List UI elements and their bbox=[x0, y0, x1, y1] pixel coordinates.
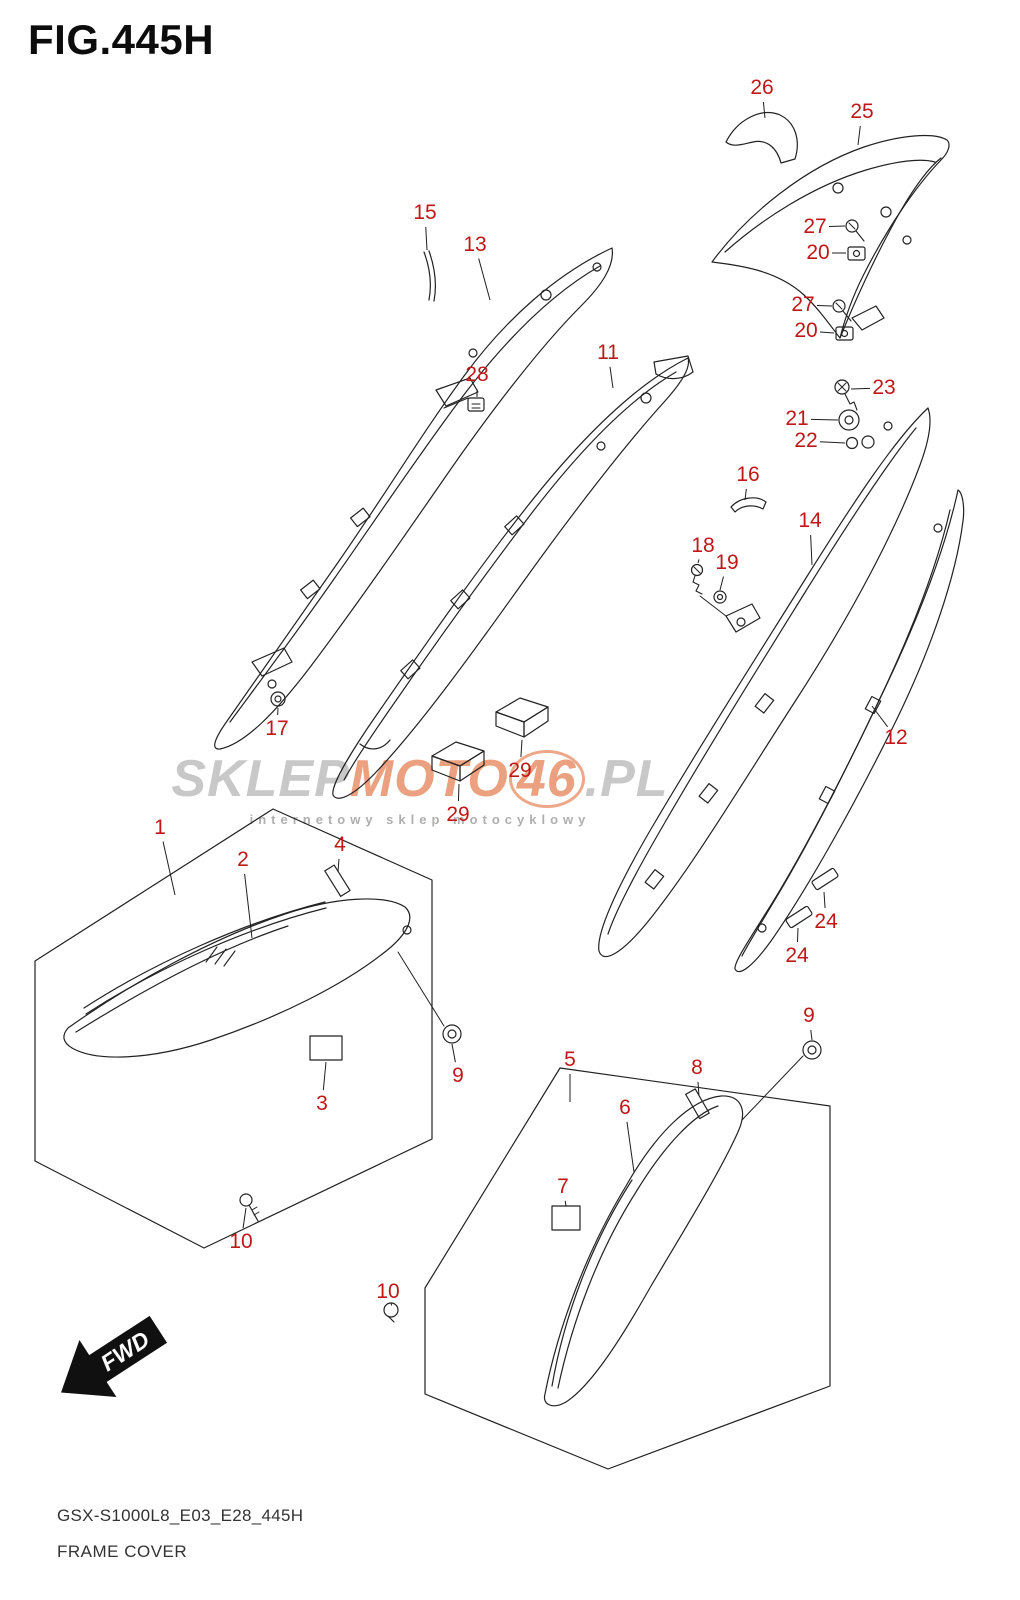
callout-leader-3 bbox=[322, 1061, 327, 1091]
part-27-screw-lower bbox=[832, 299, 852, 322]
callout-leader-23 bbox=[850, 387, 871, 390]
callout-leader-14 bbox=[810, 534, 813, 566]
part-9-nut-left bbox=[442, 1024, 462, 1044]
callout-leader-8 bbox=[697, 1081, 700, 1097]
panel-assembly-right bbox=[424, 1055, 831, 1470]
part-27-screw-upper bbox=[845, 219, 865, 242]
part-10-screw-right bbox=[383, 1302, 399, 1323]
figure-title: FIG.445H bbox=[28, 16, 215, 63]
part-18-screw bbox=[690, 563, 704, 595]
callout-leader-24 bbox=[797, 927, 799, 943]
part-19-washer bbox=[713, 590, 727, 604]
callout-leader-13 bbox=[478, 258, 491, 301]
callout-leader-7 bbox=[564, 1200, 567, 1207]
callout-leader-25 bbox=[857, 125, 861, 146]
part-26-bracket bbox=[725, 112, 798, 164]
part-14-frame-cover-right bbox=[598, 407, 931, 958]
callout-leader-29 bbox=[457, 783, 460, 802]
callout-leader-29 bbox=[520, 739, 523, 758]
callout-leader-11 bbox=[609, 366, 614, 389]
fwd-arrow: FWD bbox=[61, 1315, 168, 1398]
callout-leader-22 bbox=[819, 441, 846, 444]
part-23-screw bbox=[834, 379, 858, 411]
part-10-screw-left bbox=[239, 1193, 260, 1222]
callout-leader-27 bbox=[816, 304, 833, 307]
part-11-inner-cover bbox=[332, 355, 694, 799]
part-15-trim-strip bbox=[423, 250, 436, 302]
callout-leader-4 bbox=[337, 858, 340, 873]
part-21-washer bbox=[838, 409, 860, 431]
callout-leader-6 bbox=[626, 1121, 635, 1173]
part-17-nut bbox=[270, 691, 286, 707]
panel-assembly-left bbox=[34, 808, 445, 1249]
part-12-side-rail bbox=[734, 489, 965, 973]
part-24-tape-strips bbox=[785, 867, 839, 929]
callout-leader-18 bbox=[697, 559, 700, 564]
footer-figure-name: FRAME COVER bbox=[57, 1542, 188, 1561]
callout-leader-20 bbox=[819, 331, 835, 334]
part-29-cushion-pads bbox=[431, 697, 549, 782]
callout-leader-2 bbox=[244, 873, 253, 939]
callout-leader-10 bbox=[390, 1302, 393, 1306]
callout-leader-24 bbox=[823, 891, 826, 909]
part-13-side-cover-left bbox=[214, 247, 613, 750]
callout-leader-26 bbox=[762, 101, 766, 119]
part-28-clip bbox=[467, 397, 485, 412]
part-25-tail-cover bbox=[711, 134, 950, 339]
part-20-clip-upper bbox=[847, 246, 866, 261]
callout-leader-19 bbox=[719, 576, 724, 591]
callout-leader-9 bbox=[810, 1029, 813, 1041]
callout-leader-15 bbox=[425, 226, 428, 251]
callout-leader-21 bbox=[810, 418, 839, 421]
callout-leader-16 bbox=[744, 488, 747, 501]
part-20-clip-lower bbox=[835, 326, 854, 341]
callout-leader-27 bbox=[828, 225, 846, 228]
assembly-line-screw18 bbox=[699, 595, 727, 617]
part-9-nut-right bbox=[802, 1040, 822, 1060]
part-22-nut bbox=[845, 436, 859, 450]
callout-leader-12 bbox=[871, 705, 888, 728]
part-16-strip bbox=[730, 497, 767, 513]
callout-leader-1 bbox=[162, 841, 176, 896]
callout-leader-10 bbox=[242, 1207, 247, 1229]
callout-leader-9 bbox=[451, 1043, 456, 1063]
footer-part-code: GSX-S1000L8_E03_E28_445H bbox=[57, 1506, 304, 1525]
